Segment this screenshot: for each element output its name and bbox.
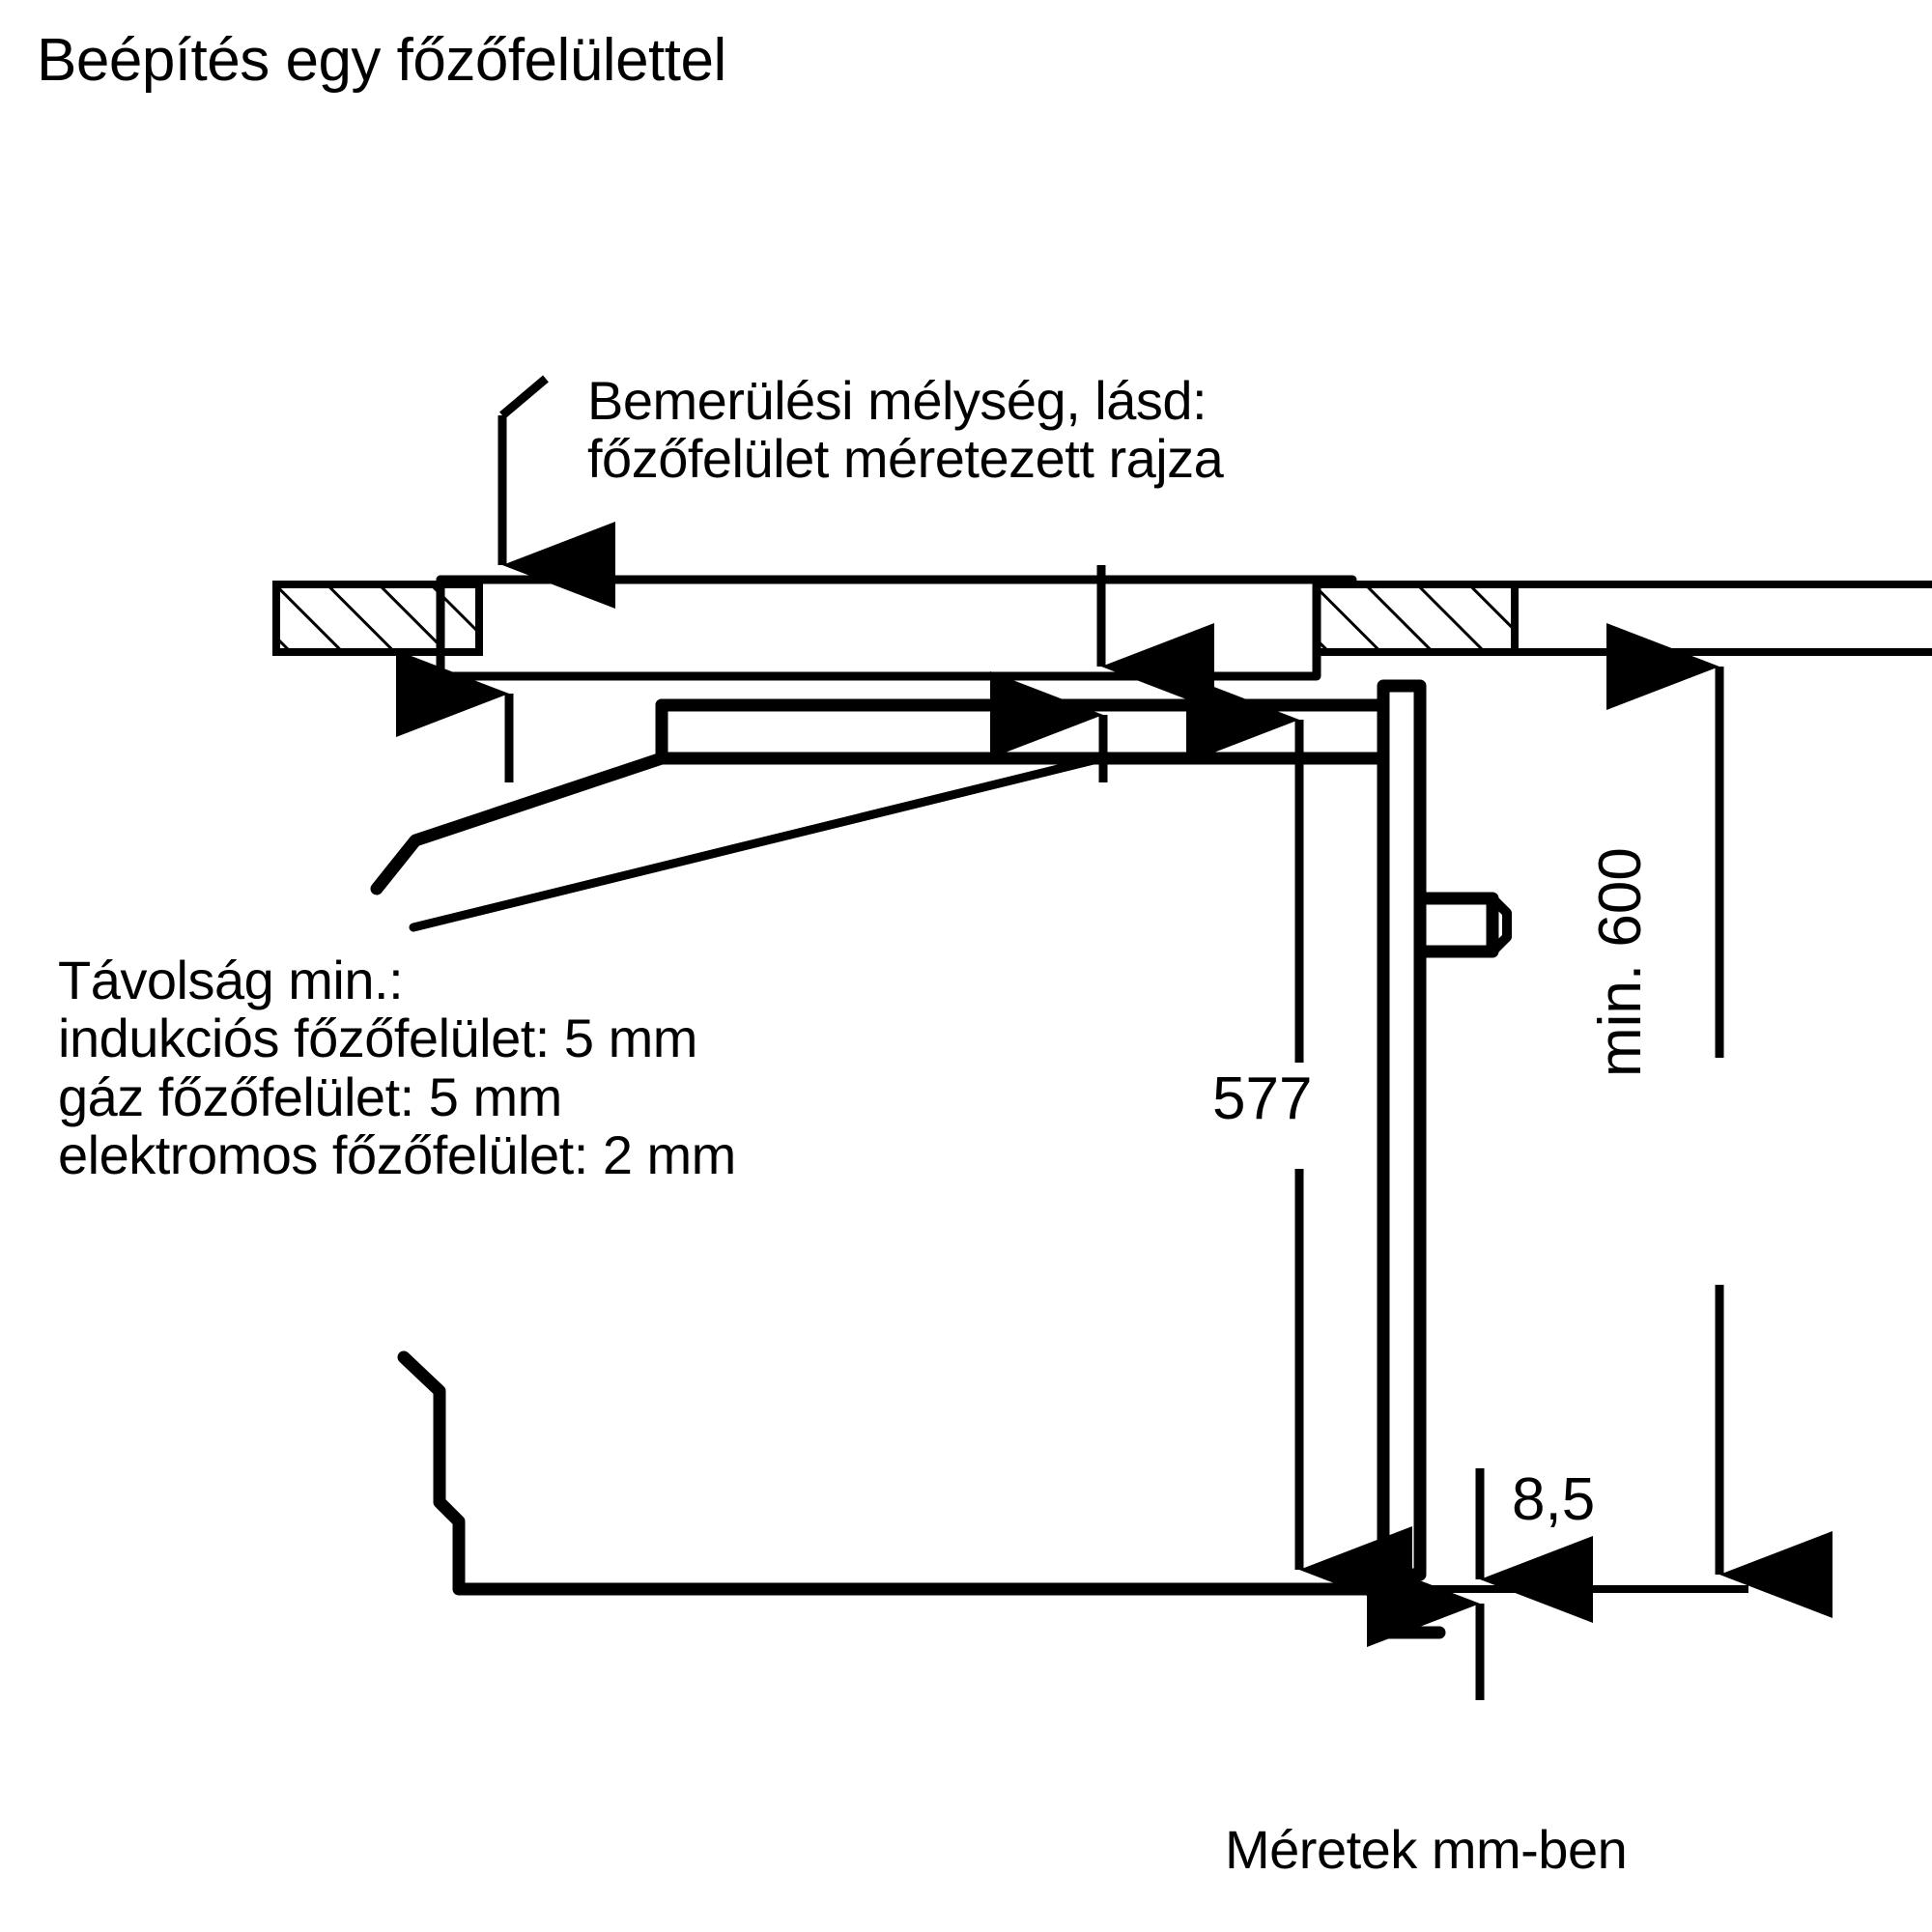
worktop-right-hatched: [1313, 581, 1519, 656]
oven-door-handle: [1413, 892, 1512, 958]
units-note: Méretek mm-ben: [1225, 1819, 1628, 1880]
dimension-label-577: 577: [1212, 1065, 1313, 1132]
dimension-label-8-5: 8,5: [1512, 1466, 1596, 1533]
hob-depth-annotation: Bemerülési mélység, lásd: főzőfelület mé…: [587, 370, 1224, 490]
minimum-clearance-annotation: Távolság min.: indukciós főzőfelület: 5 …: [58, 950, 736, 1186]
page-title: Beépítés egy főzőfelülettel: [37, 27, 726, 94]
worktop-left-hatched: [272, 581, 483, 656]
cabinet-outline: [397, 1350, 1390, 1596]
dimension-clearance-arrows: [396, 650, 1108, 782]
dimension-hob-immersion-depth: [497, 375, 1214, 710]
oven-cavity-outline: [370, 698, 1412, 932]
oven-door: [1377, 679, 1446, 1639]
reference-lines: [1420, 581, 1932, 1593]
hob-body: [436, 575, 1357, 681]
dimension-label-min-600: min. 600: [1587, 847, 1654, 1077]
